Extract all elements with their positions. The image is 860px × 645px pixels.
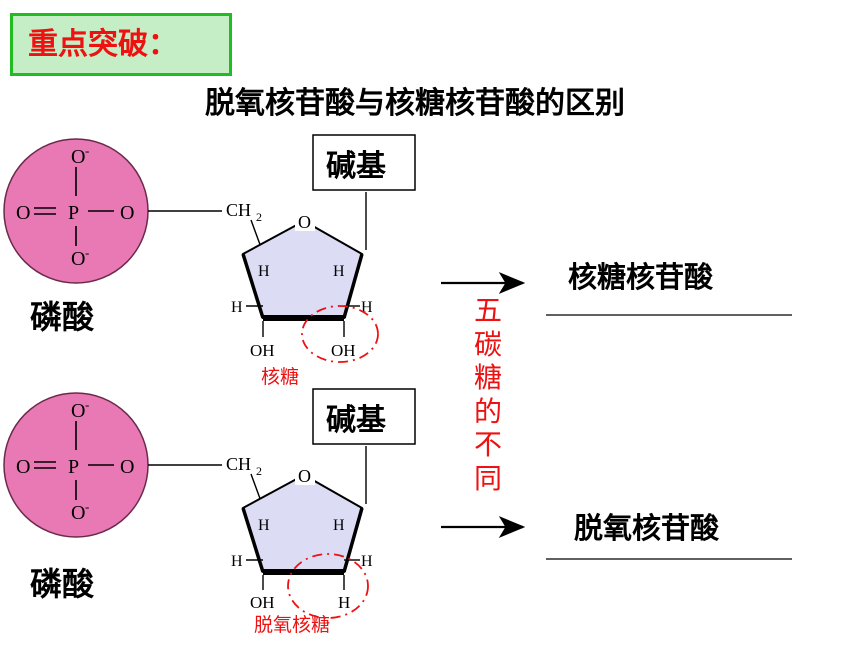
ch2-label: CH [226,454,251,474]
phosphate-oxygen-bottom: O [71,248,85,270]
result-deoxyribonucleotide: 脱氧核苷酸 [574,511,720,545]
phosphate-group: O - O P O O - [16,143,134,270]
phosphate-label: 磷酸 [30,565,95,603]
phosphate-oxygen-left: O [16,456,30,478]
phosphate-oxygen-right: O [120,202,134,224]
highlight-circle [287,553,369,619]
page-title: 脱氧核苷酸与核糖核苷酸的区别 [205,86,625,121]
phosphorus-atom: P [68,202,79,224]
note-char: 糖 [473,361,502,394]
ch2-subscript: 2 [256,464,262,478]
note-char: 的 [473,394,502,428]
ring-oxygen: O [298,466,311,486]
bottom-nucleotide: O - O P O O - 磷酸 CH 2 O H H H H OH [3,388,792,619]
phosphate-oxygen-right: O [120,456,134,478]
sugar-label-deoxyribose: 脱氧核糖 [254,614,330,636]
top-nucleotide: O - O P O O - 磷酸 CH 2 O H H H H OH [3,134,792,363]
base-box [312,134,416,191]
phosphate-oxygen-left: O [16,202,30,224]
base-label: 碱基 [326,149,386,184]
phosphate-oxygen-bottom: O [71,502,85,524]
ring-hydrogen: H [333,517,345,534]
result-ribonucleotide: 核糖核苷酸 [568,260,714,294]
ring-hydrogen: H [258,263,270,280]
ch2-subscript: 2 [256,210,262,224]
phosphate-oxygen-top: O [71,400,85,422]
phosphate-label: 磷酸 [30,298,95,336]
ch2-label: CH [226,200,251,220]
phosphate-oxygen-top: O [71,146,85,168]
highlight-circle [301,305,379,363]
base-label: 碱基 [326,403,386,438]
ring-hydrogen: H [231,299,243,316]
ring-hydrogen: H [258,517,270,534]
charge-minus: - [85,245,89,260]
heading-box: 重点突破： [10,13,232,76]
phosphate-group: O - O P O O - [16,397,134,524]
hydroxyl-group: OH [331,341,356,360]
ring-hydrogen: H [338,593,350,612]
phosphorus-atom: P [68,456,79,478]
difference-note: 五 碳 糖 的 不 同 [470,294,506,495]
ring-hydrogen: H [333,263,345,280]
ring-oxygen: O [298,212,311,232]
note-char: 碳 [473,327,502,361]
ring-hydrogen: H [231,553,243,570]
charge-minus: - [85,499,89,514]
ring-hydrogen: H [361,553,373,570]
base-box [312,388,416,445]
sugar-label-ribose: 核糖 [261,366,299,388]
note-char: 不 [473,428,502,461]
charge-minus: - [85,143,89,158]
hydroxyl-group: OH [250,341,275,360]
note-char: 同 [473,461,502,495]
charge-minus: - [85,397,89,412]
hydroxyl-group: OH [250,593,275,612]
note-char: 五 [473,294,502,327]
